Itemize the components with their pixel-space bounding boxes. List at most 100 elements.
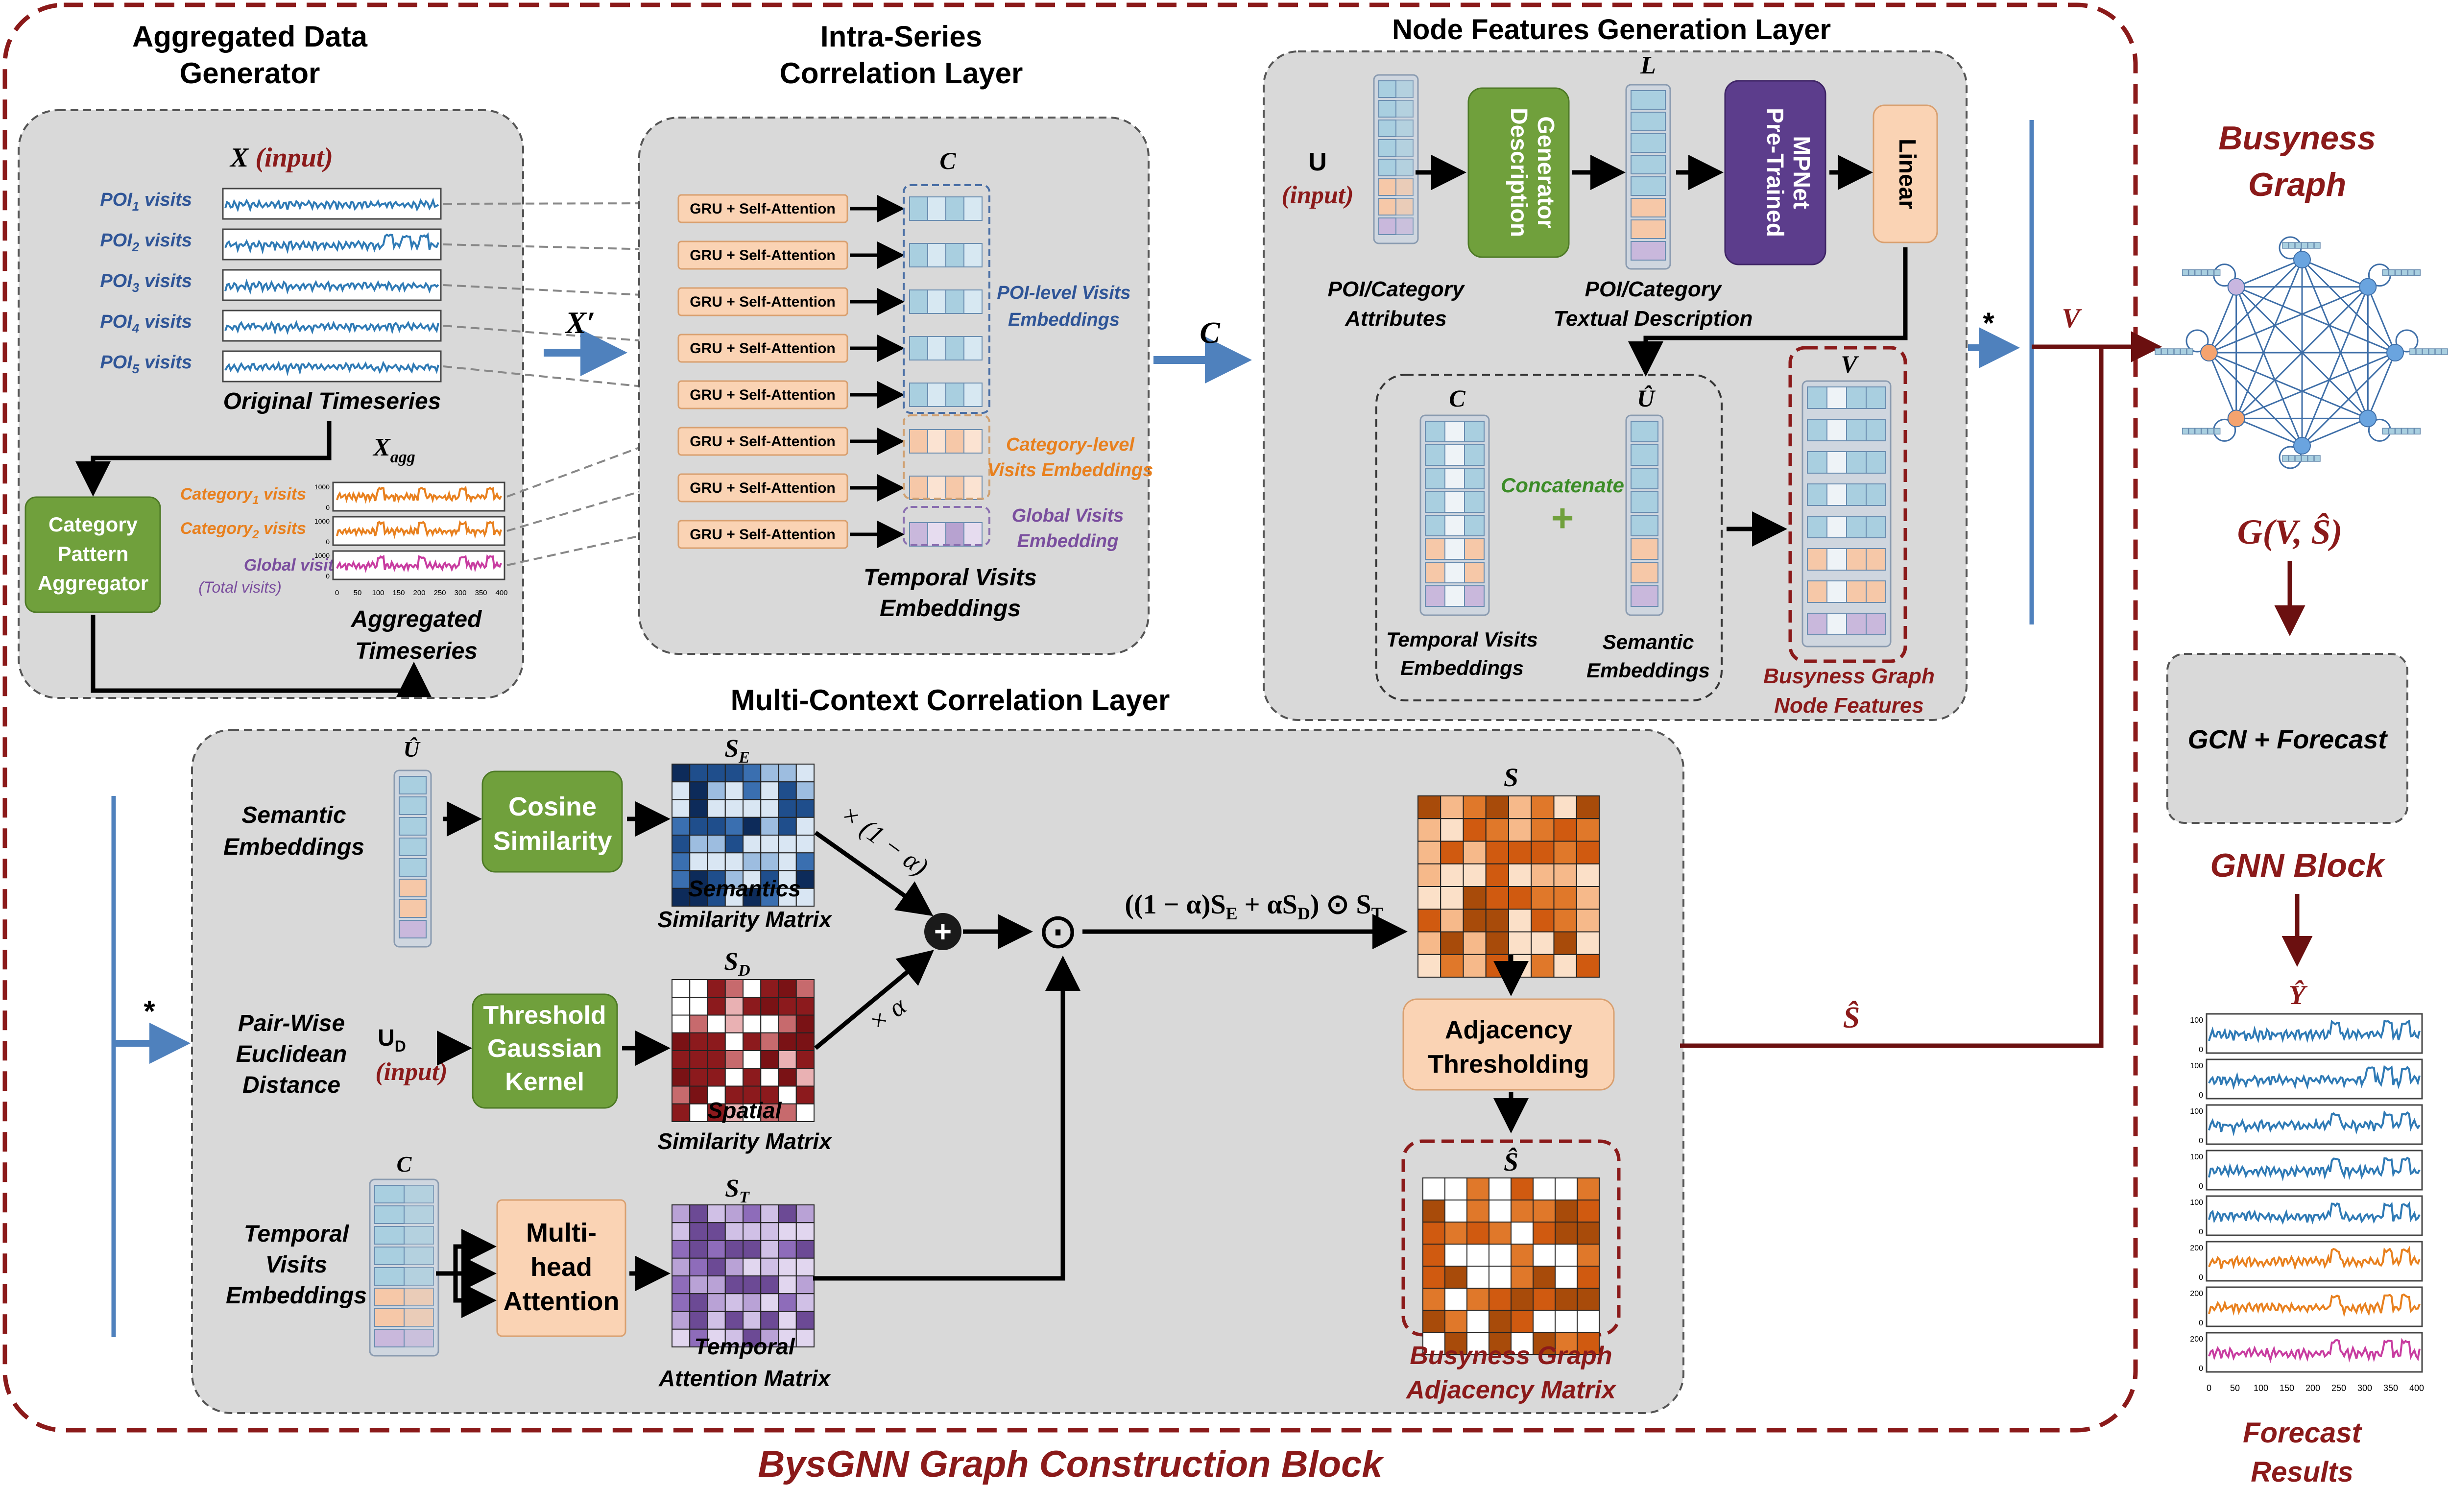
adjacency-matrix-cell [1466, 1222, 1489, 1245]
gru-attention-box [677, 380, 848, 409]
graph-node-feature [2155, 348, 2161, 355]
semantic-embedding-cell [1631, 515, 1658, 536]
s-matrix-cell [1440, 909, 1464, 933]
graph-edge [2235, 286, 2369, 419]
s-matrix-cell [1508, 931, 1532, 955]
plus-operator [924, 913, 961, 950]
s-matrix-cell [1463, 954, 1487, 978]
adjacency-matrix-cell [1533, 1244, 1556, 1267]
adjacency-matrix-cell [1444, 1222, 1467, 1245]
mha-label-2: head [530, 1252, 592, 1282]
arrow-aggregator-to-aggregated [91, 615, 432, 697]
s-matrix-cell [1553, 818, 1577, 842]
st-matrix-cell [795, 1275, 815, 1295]
temporal-input-column [369, 1178, 439, 1357]
node-feature-cell [1807, 580, 1827, 603]
poi-embeddings-label-1: POI-level Visits [997, 283, 1130, 303]
adjacency-caption-1: Busyness Graph [1410, 1342, 1612, 1370]
temporal-embedding-cell [1425, 562, 1445, 583]
adjacency-matrix-cell [1466, 1332, 1489, 1355]
semantic-input-cell [399, 796, 427, 815]
graph-node-feature [2422, 348, 2429, 355]
graph-node [2227, 409, 2245, 428]
st-matrix-cell [795, 1311, 815, 1330]
adjacency-matrix-cell [1577, 1266, 1600, 1289]
description-embedding-cell [1631, 155, 1666, 174]
embedding-cell [945, 196, 964, 221]
u-hat-label: Û [1637, 384, 1656, 412]
embedding-cell [909, 336, 928, 360]
s-matrix-cell [1463, 863, 1487, 887]
se-matrix-cell [743, 816, 762, 836]
st-matrix-cell [795, 1222, 815, 1241]
temporal-input-cell [374, 1308, 405, 1327]
embedding-cell [945, 336, 964, 360]
se-matrix-cell [724, 764, 744, 783]
temporal-input-cell [374, 1329, 405, 1347]
se-matrix-cell [760, 764, 779, 783]
semantic-input-column [393, 769, 432, 948]
st-matrix-cell [724, 1328, 744, 1347]
st-matrix-cell [778, 1328, 797, 1347]
adjacency-matrix-cell [1444, 1244, 1467, 1267]
poi-series-line [224, 360, 439, 377]
adjacency-matrix-cell [1489, 1332, 1512, 1355]
graph-node-feature [2174, 348, 2181, 355]
mini-tick: 0 [326, 504, 330, 511]
forecast-y-tick: 0 [2199, 1182, 2203, 1191]
gru-attention-label: GRU + Self-Attention [690, 247, 836, 264]
s-matrix-cell [1576, 818, 1600, 842]
sd-matrix-cell [689, 979, 708, 998]
adjacency-caption-2: Adjacency Matrix [1405, 1376, 1617, 1404]
temporal-embedding-cell [1444, 491, 1465, 513]
adjacency-matrix-cell [1533, 1200, 1556, 1223]
c-arrow-label: C [1200, 316, 1220, 350]
se-matrix-cell [778, 781, 797, 800]
graph-node-feature [2301, 242, 2308, 249]
s-matrix-cell [1417, 863, 1441, 887]
se-matrix-cell [760, 852, 779, 871]
s-matrix-cell [1440, 886, 1464, 910]
sd-matrix-cell [707, 1085, 726, 1104]
st-matrix-cell [760, 1293, 779, 1312]
s-hat-out-label: Ŝ [1843, 1001, 1860, 1034]
graph-node-feature [2182, 269, 2189, 276]
attributes-cell [1378, 80, 1396, 98]
sd-matrix-cell [707, 1068, 726, 1087]
se-matrix-cell [743, 852, 762, 871]
gru-attention-box [677, 287, 848, 316]
temporal-embedding-cell [1444, 585, 1465, 607]
se-caption-1: Semantics [688, 876, 801, 901]
poi-label-name: POI [100, 230, 133, 251]
graph-node-feature [2288, 242, 2295, 249]
intra-series-title-1: Intra-Series [820, 20, 982, 53]
pairwise-3: Distance [242, 1072, 340, 1098]
node-feature-cell [1846, 516, 1867, 538]
forecast-series-line [2208, 1110, 2421, 1137]
embedding-cell [963, 429, 983, 454]
sd-matrix-cell [743, 979, 762, 998]
node-feature-cell [1826, 516, 1847, 538]
aggregated-x-tick: 400 [495, 589, 507, 597]
s-matrix-cell [1531, 863, 1555, 887]
attributes-caption-1: POI/Category [1328, 277, 1465, 301]
st-matrix-cell [707, 1293, 726, 1312]
s-matrix-cell [1485, 840, 1509, 864]
graph-edge [2209, 352, 2368, 419]
pattern-box-2: Pattern [58, 542, 129, 565]
st-matrix-cell [724, 1222, 744, 1241]
aggregated-series-line [336, 554, 502, 573]
sd-matrix-cell [724, 1068, 744, 1087]
adjacency-matrix-cell [1422, 1332, 1445, 1355]
st-matrix-cell [724, 1257, 744, 1276]
temporal-embedding-column [1419, 414, 1490, 616]
s-matrix-cell [1463, 931, 1487, 955]
u-hat-multi: Û [403, 737, 421, 762]
poi-label-name: POI [100, 190, 133, 210]
st-matrix-cell [672, 1328, 691, 1347]
category-embeddings-label-2: Visits Embeddings [987, 460, 1153, 480]
arrow-st-to-odot [813, 956, 1080, 1281]
temporal-input-cell [374, 1185, 405, 1203]
st-matrix-cell [778, 1275, 797, 1295]
sd-matrix-cell [672, 1032, 691, 1051]
